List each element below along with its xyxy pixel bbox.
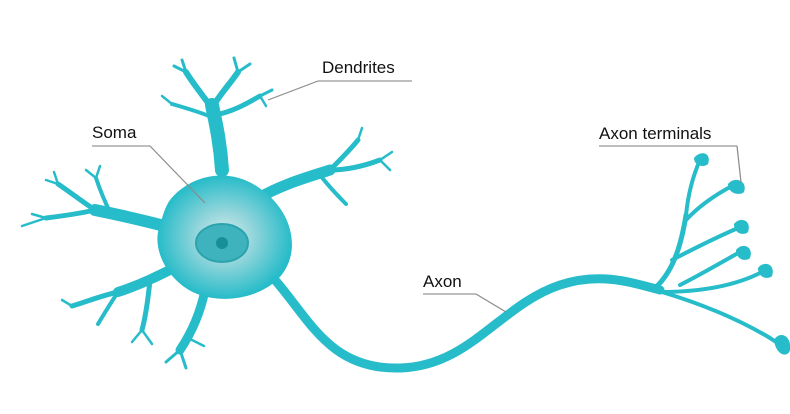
nucleolus	[216, 237, 228, 249]
axon	[275, 279, 660, 368]
label-axon-text: Axon	[423, 272, 462, 291]
label-axon-terminals-leader	[737, 146, 741, 182]
axon-terminal-branches	[655, 160, 782, 346]
label-dendrites-leader	[268, 81, 318, 100]
label-axon-leader	[476, 294, 506, 312]
neuron	[22, 58, 790, 368]
label-dendrites-text: Dendrites	[322, 58, 395, 77]
label-axon: Axon	[423, 272, 506, 312]
label-dendrites: Dendrites	[268, 58, 412, 100]
label-axon-terminals-text: Axon terminals	[599, 124, 711, 143]
label-soma-text: Soma	[92, 123, 137, 142]
label-axon-terminals: Axon terminals	[599, 124, 741, 182]
